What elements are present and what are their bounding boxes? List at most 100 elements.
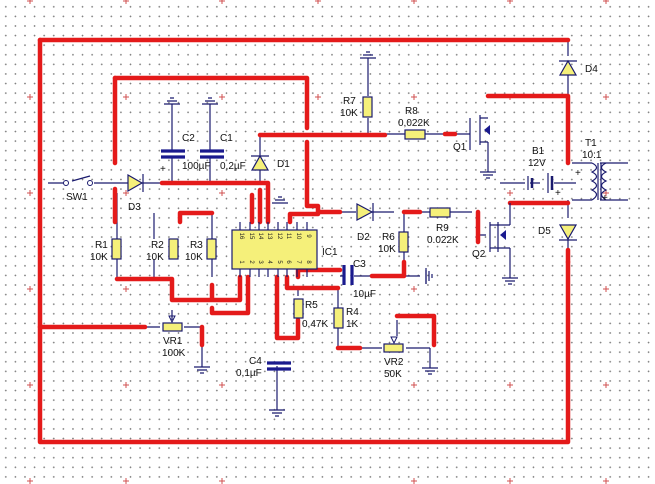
r3-label: R3	[190, 240, 203, 251]
ground-icon	[272, 196, 288, 204]
ground-icon	[194, 366, 210, 374]
r4-label: R4	[346, 307, 359, 318]
r2-value: 10K	[146, 252, 164, 263]
r7-value: 10K	[340, 108, 358, 119]
d5-label: D5	[538, 226, 551, 237]
resistor-r2[interactable]: R2 10K	[146, 238, 179, 263]
r9-value: 0.022K	[427, 235, 459, 246]
r4-value: 1K	[346, 319, 359, 330]
b1-label: B1	[532, 146, 545, 157]
ic1-pin-number: 4	[266, 260, 272, 264]
q1-label: Q1	[453, 142, 467, 153]
switch-sw1[interactable]: SW1	[63, 180, 93, 204]
d1-label: D1	[277, 159, 290, 170]
vr1-label: VR1	[163, 336, 183, 347]
c1-label: C1	[220, 133, 233, 144]
ground-icon	[164, 97, 180, 105]
r6-label: R6	[382, 232, 395, 243]
ic1-pin-number: 2	[248, 260, 254, 264]
potentiometer-vr1[interactable]: VR1 100K	[162, 315, 186, 359]
b1-value: 12V	[528, 158, 546, 169]
t1-polarity-primary: +	[575, 168, 581, 179]
ground-icon	[480, 171, 496, 179]
ic1-pin-number: 11	[285, 233, 291, 240]
c2-label: C2	[182, 133, 195, 144]
sw1-label: SW1	[66, 192, 88, 203]
battery-b1[interactable]: B1 12V +	[527, 146, 561, 199]
t1-ratio: 10:1	[582, 150, 602, 161]
resistor-r4[interactable]: R4 1K	[333, 307, 359, 330]
ic1-pin-number: 14	[257, 233, 263, 240]
ground-symbols	[164, 51, 518, 417]
r5-value: 0,47K	[302, 319, 328, 330]
c4-value: 0,1µF	[236, 368, 262, 379]
r8-value: 0,022K	[398, 118, 430, 129]
ic1-pin-number: 1	[238, 260, 244, 264]
capacitor-c4[interactable]: C4 0,1µF	[236, 356, 291, 379]
r1-label: R1	[95, 240, 108, 251]
c3-value: 10µF	[353, 289, 376, 300]
c2-value: 100µF	[182, 161, 211, 172]
vr2-label: VR2	[384, 357, 404, 368]
potentiometer-vr2[interactable]: VR2 50K	[383, 336, 404, 380]
t1-label: T1	[585, 138, 597, 149]
d2-label: D2	[357, 232, 370, 243]
q2-label: Q2	[472, 249, 486, 260]
resistor-r3[interactable]: R3 10K	[185, 238, 217, 263]
diode-d3[interactable]: D3	[127, 173, 144, 213]
diode-d1[interactable]: D1	[250, 154, 290, 171]
ground-icon	[422, 367, 438, 375]
ic1-pin-number: 10	[295, 233, 301, 240]
t1-polarity-secondary: +	[602, 193, 608, 204]
mosfet-q2[interactable]: Q2	[472, 203, 511, 260]
r2-label: R2	[151, 240, 164, 251]
c4-label: C4	[249, 356, 262, 367]
transformer-t1[interactable]: T1 10:1 + +	[575, 138, 608, 204]
r5-label: R5	[305, 300, 318, 311]
resistor-r5[interactable]: R5 0,47K	[293, 298, 328, 330]
diode-d5[interactable]: D5	[538, 224, 578, 241]
d3-label: D3	[128, 202, 141, 213]
mosfet-q1[interactable]: Q1	[453, 125, 490, 153]
r1-value: 10K	[90, 252, 108, 263]
ic1-pin-number: 5	[276, 260, 282, 264]
capacitor-c1[interactable]: C1 0,2µF	[200, 133, 246, 172]
ic1-pin-number: 13	[266, 233, 272, 240]
ground-icon	[202, 97, 218, 105]
ic1-pin-number: 6	[285, 260, 291, 264]
c1-value: 0,2µF	[220, 161, 246, 172]
vr2-value: 50K	[384, 369, 402, 380]
c2-polarity: +	[160, 164, 166, 175]
ic1-pin-number: 15	[248, 233, 254, 240]
r6-value: 10K	[378, 244, 396, 255]
r8-label: R8	[405, 106, 418, 117]
r7-label: R7	[343, 96, 356, 107]
r9-label: R9	[436, 223, 449, 234]
resistor-r8[interactable]: R8 0,022K	[398, 106, 430, 140]
diode-d2[interactable]: D2	[356, 203, 374, 243]
b1-polarity: +	[555, 188, 561, 199]
capacitor-c3[interactable]: C3 10µF	[342, 259, 376, 300]
ground-icon	[360, 51, 376, 59]
ic1-pin-number: 7	[295, 260, 301, 264]
ic1-label: IC1	[322, 247, 338, 258]
d4-label: D4	[585, 64, 598, 75]
r3-value: 10K	[185, 252, 203, 263]
resistor-r7[interactable]: R7 10K	[340, 96, 373, 119]
capacitor-c2[interactable]: C2 100µF +	[160, 133, 211, 175]
traces	[37, 37, 571, 445]
vr1-value: 100K	[162, 348, 186, 359]
ground-icon	[425, 268, 433, 284]
resistor-r6[interactable]: R6 10K	[378, 231, 409, 255]
resistor-r9[interactable]: R9 0.022K	[427, 207, 459, 246]
ic1-pin-number: 8	[305, 260, 311, 264]
grid-crosses	[27, 0, 609, 484]
c3-label: C3	[353, 259, 366, 270]
resistor-r1[interactable]: R1 10K	[90, 238, 122, 263]
diode-d4[interactable]: D4	[558, 59, 598, 76]
